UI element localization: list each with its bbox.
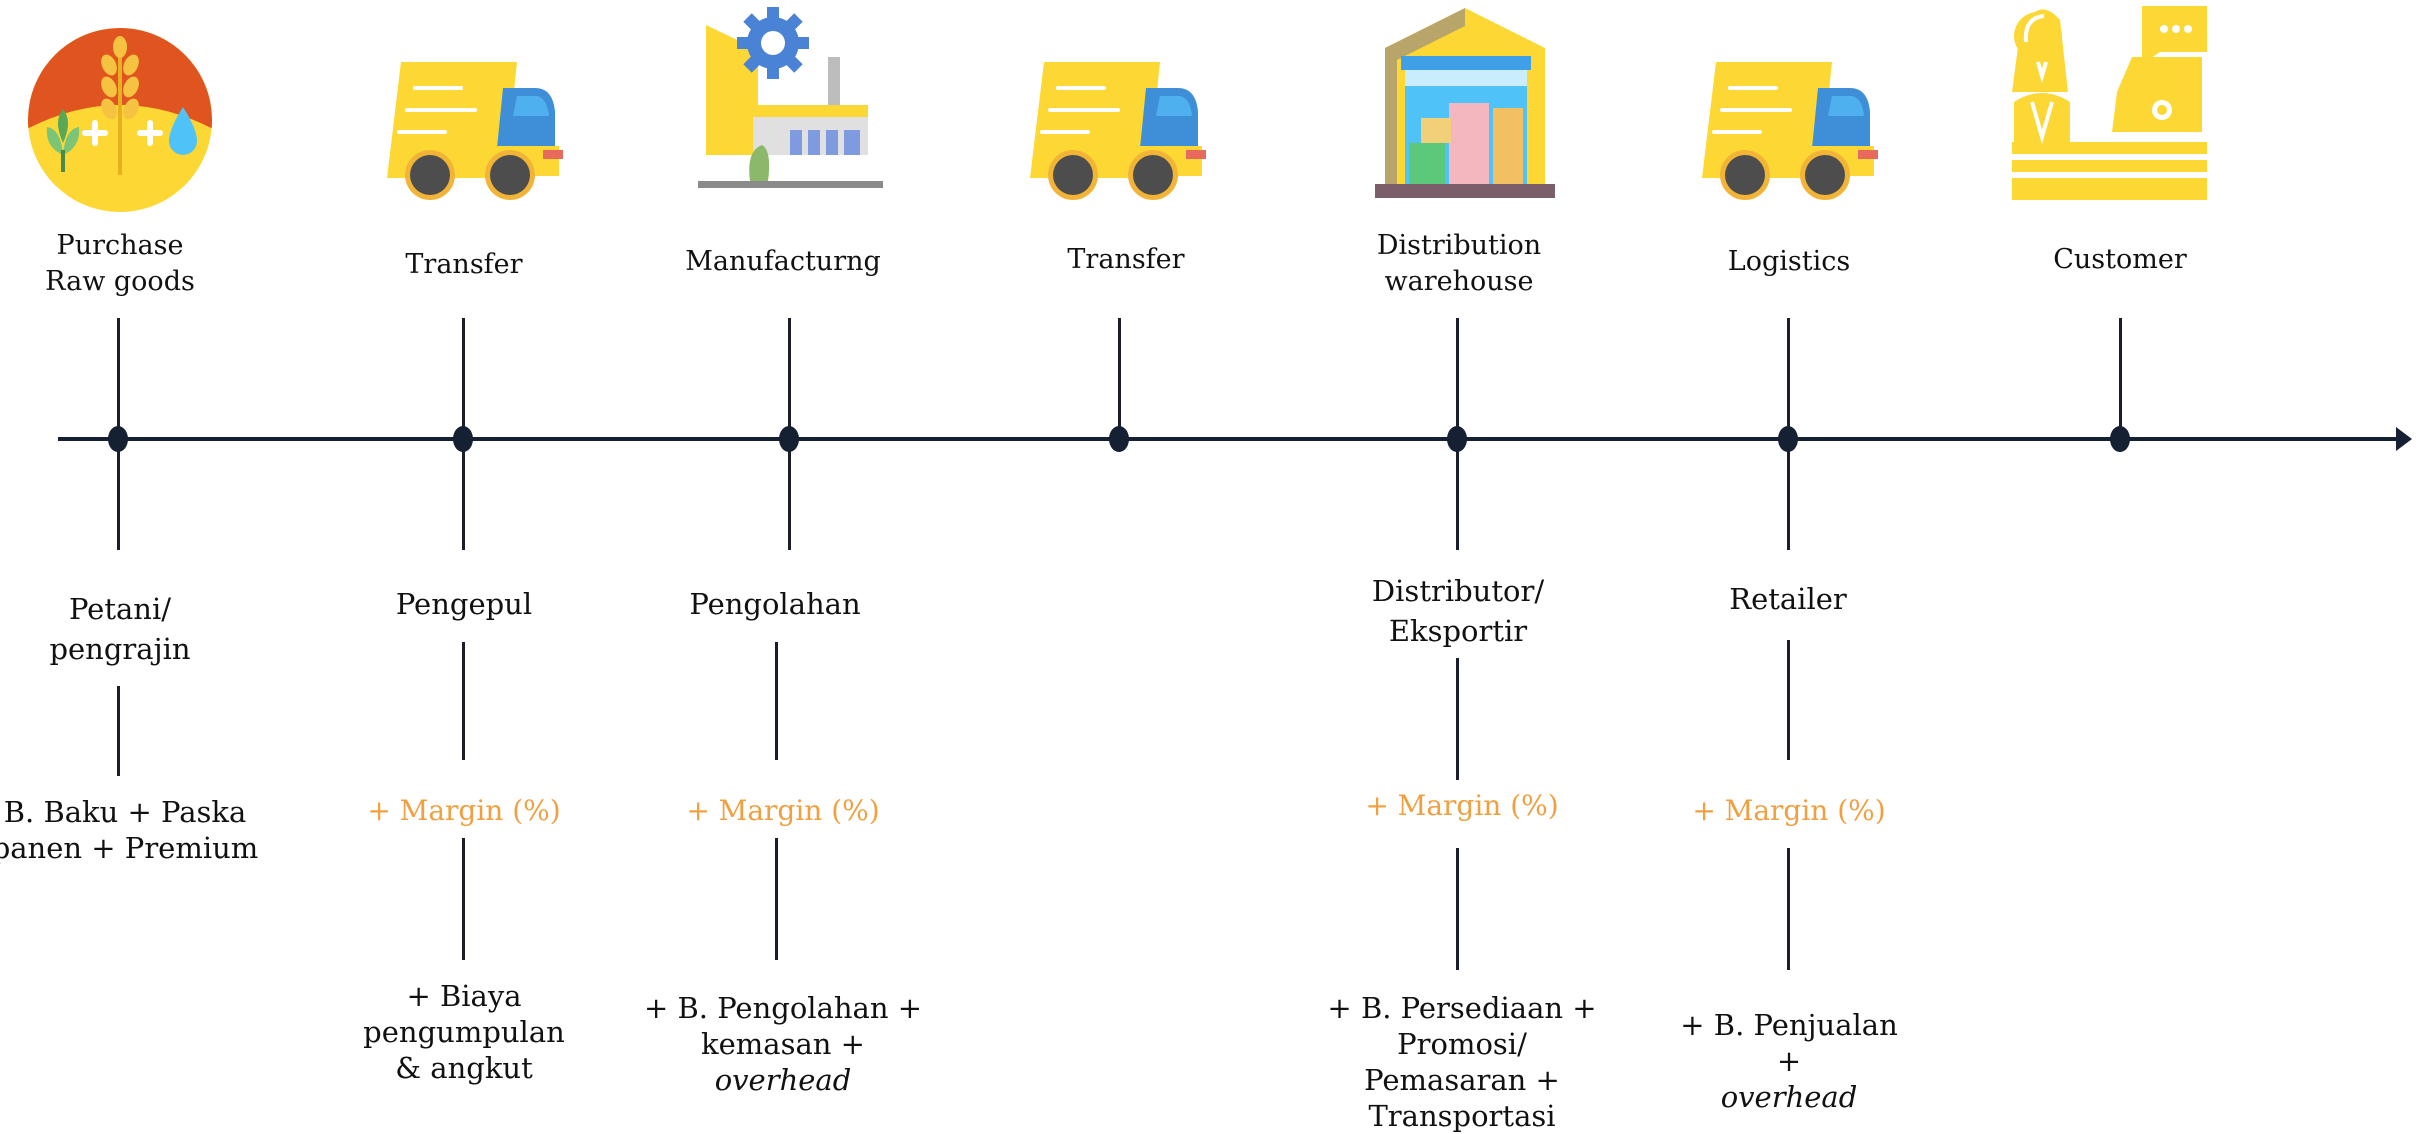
truck-icon (387, 62, 563, 200)
cost-distributor: + B. Persediaan +Promosi/Pemasaran +Tran… (1327, 991, 1597, 1133)
connector-line (1456, 658, 1459, 780)
margin-label: + Margin (%) (1365, 789, 1559, 822)
timeline-node (108, 426, 128, 452)
connector-line (1456, 848, 1459, 970)
factory-icon (698, 7, 883, 188)
step-label-customer: Customer (2053, 244, 2187, 275)
warehouse-icon (1375, 8, 1555, 198)
timeline-node (1778, 426, 1798, 452)
cost-retailer: + B. Penjualan+overhead (1680, 1008, 1898, 1114)
connector-line (1118, 318, 1121, 438)
timeline-node (1109, 426, 1129, 452)
timeline-node (779, 426, 799, 452)
connector-line (1787, 848, 1790, 970)
actor-pengepul: Pengepul (395, 587, 533, 621)
connector-line (775, 838, 778, 960)
actor-petani: Petani/pengrajin (49, 592, 191, 666)
step-label-manufacturing: Manufacturng (685, 246, 881, 277)
timeline-arrowhead (2396, 427, 2412, 451)
connector-line (2119, 318, 2122, 438)
connector-line (462, 642, 465, 760)
step-label-logistics: Logistics (1727, 246, 1851, 277)
actor-distributor: Distributor/Eksportir (1371, 574, 1545, 648)
step-label-transfer: Transfer (1067, 244, 1185, 275)
step-label-transfer: Transfer (405, 249, 523, 280)
margin-label: + Margin (%) (1692, 794, 1886, 827)
margin-label: + Margin (%) (367, 794, 561, 827)
raw-goods-icon (28, 28, 212, 212)
customer-service-icon (2012, 6, 2207, 200)
timeline-axis (58, 437, 2400, 441)
truck-icon (1030, 62, 1206, 200)
cost-pengolahan: + B. Pengolahan +kemasan +overhead (643, 991, 923, 1097)
connector-line (775, 642, 778, 760)
connector-line (1787, 640, 1790, 760)
margin-label: + Margin (%) (686, 794, 880, 827)
timeline-node (1447, 426, 1467, 452)
actor-retailer: Retailer (1729, 582, 1847, 616)
connector-line (117, 686, 120, 776)
actor-pengolahan: Pengolahan (689, 587, 861, 621)
truck-icon (1702, 62, 1878, 200)
connector-line (462, 838, 465, 960)
timeline-node (453, 426, 473, 452)
timeline-node (2110, 426, 2130, 452)
